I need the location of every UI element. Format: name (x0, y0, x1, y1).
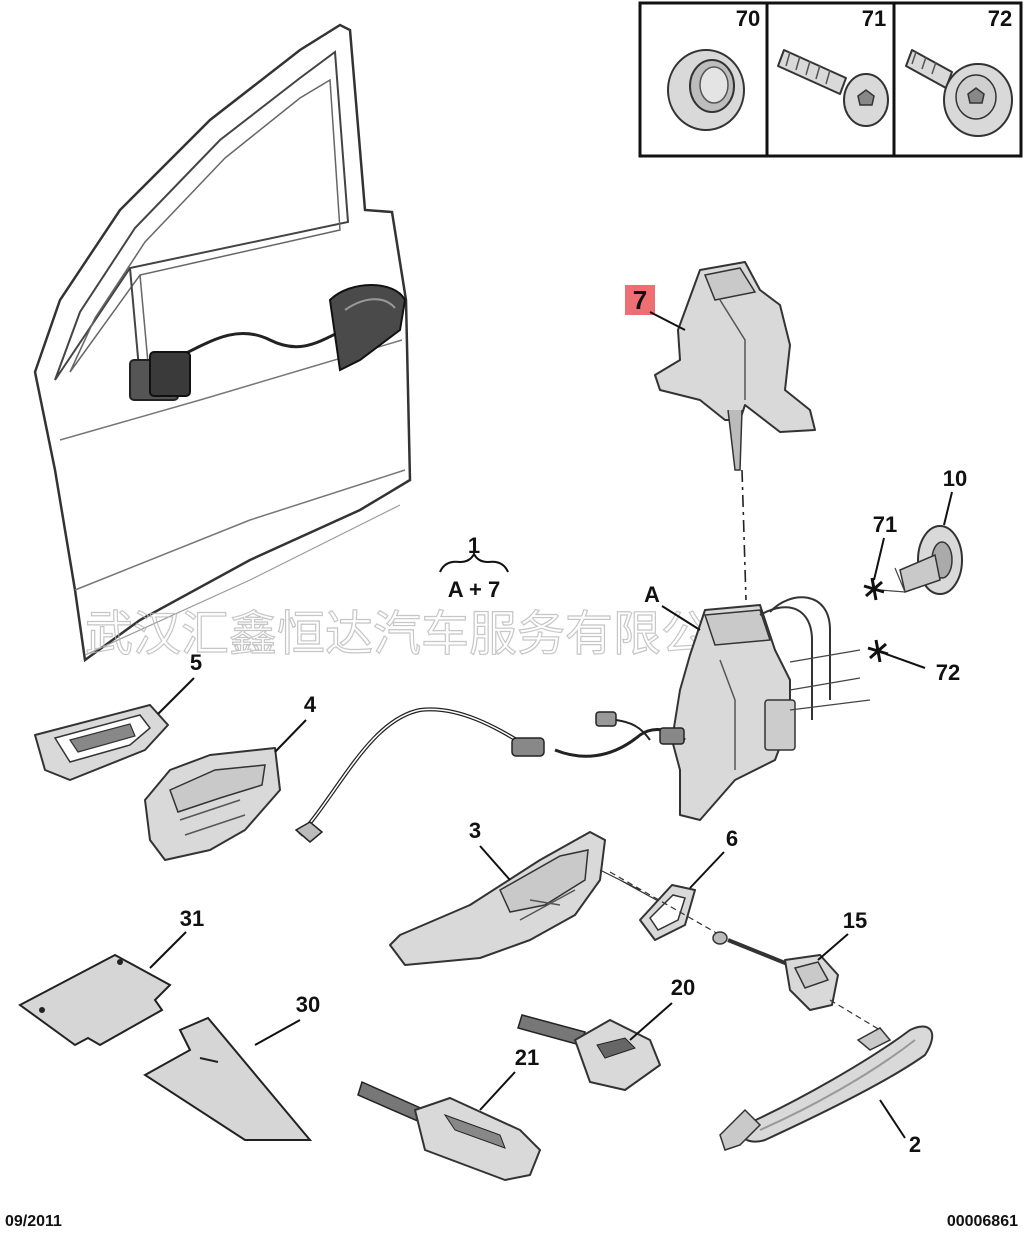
part-label-5: 5 (190, 650, 202, 675)
inset-label-71: 71 (862, 6, 886, 31)
screw-icon (777, 49, 889, 127)
assembly-formula: A + 7 (448, 577, 500, 602)
footer-date: 09/2011 (5, 1213, 62, 1230)
part-label-2: 2 (909, 1132, 921, 1157)
inset-label-70: 70 (736, 6, 760, 31)
door-panel (33, 23, 412, 663)
part-label-10: 10 (943, 466, 967, 491)
grommet-icon (667, 49, 745, 131)
inset-label-72: 72 (988, 6, 1012, 31)
part-10-striker (899, 525, 963, 595)
part-7-highlight-box (625, 285, 655, 315)
part-label-3: 3 (469, 818, 481, 843)
part-label-4: 4 (304, 692, 317, 717)
assembly-number: 1 (468, 533, 480, 558)
part-label-15: 15 (843, 908, 867, 933)
screw-71-marker (863, 577, 885, 601)
screw-72-marker (867, 639, 889, 663)
release-cable (294, 707, 686, 843)
part-label-71: 71 (873, 512, 897, 537)
part-4-inner-handle (144, 747, 281, 861)
part-31-insulation-sheet (18, 953, 172, 1047)
part-label-72: 72 (936, 660, 960, 685)
part-6-gasket (639, 884, 696, 941)
fastener-inset: 70 71 72 (638, 1, 1023, 158)
part-3-handle-bracket (389, 831, 661, 966)
part-label-7: 7 (633, 285, 647, 315)
part-7-lock-module (654, 261, 816, 471)
part-label-31: 31 (180, 906, 204, 931)
part-5-inner-bezel (34, 704, 169, 781)
part-20-key (517, 1014, 661, 1091)
part-label-A: A (644, 582, 660, 607)
part-2-outer-handle (719, 1025, 934, 1151)
watermark-text: 武汉汇鑫恒达汽车服务有限公司 (85, 608, 757, 661)
part-A-door-latch (671, 596, 831, 821)
part-label-30: 30 (296, 992, 320, 1017)
bolt-icon (905, 49, 1013, 137)
part-label-6: 6 (726, 826, 738, 851)
part-label-20: 20 (671, 975, 695, 1000)
footer-reference-number: 00006861 (946, 1213, 1018, 1230)
part-15-lock-cylinder (712, 931, 839, 1011)
part-label-21: 21 (515, 1045, 539, 1070)
part-21-remote-key (357, 1080, 541, 1181)
part-30-protection-sheet (143, 1016, 313, 1141)
